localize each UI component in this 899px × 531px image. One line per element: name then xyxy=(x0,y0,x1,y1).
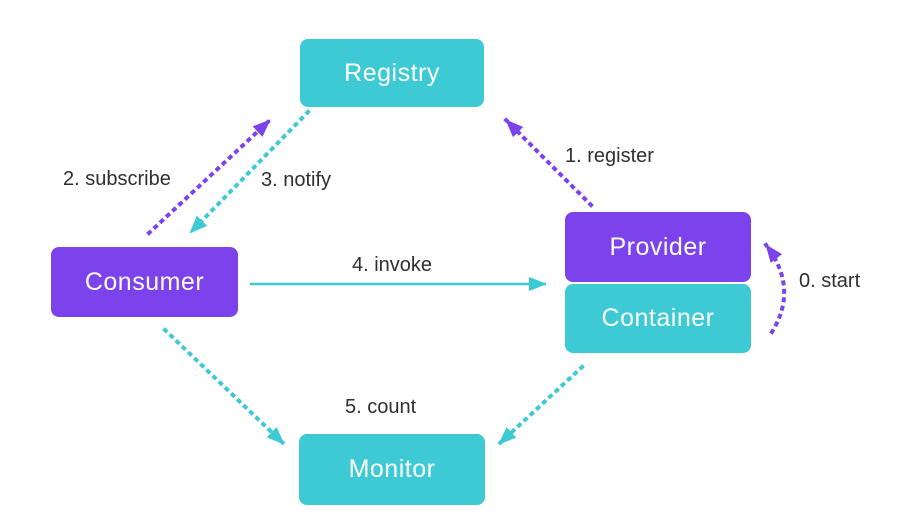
start-arrow-label: 0. start xyxy=(799,270,861,292)
container-node: Container xyxy=(565,284,751,353)
registry-node-label: Registry xyxy=(344,58,440,87)
invoke-arrow-label: 4. invoke xyxy=(352,254,433,276)
count-arrow-label: 5. count xyxy=(345,396,417,418)
monitor-node: Monitor xyxy=(299,434,485,505)
count-arrow-left xyxy=(162,327,287,447)
notify-arrow-label: 3. notify xyxy=(261,169,332,191)
monitor-node-label: Monitor xyxy=(348,455,436,483)
subscribe-arrow-label: 2. subscribe xyxy=(63,168,171,190)
consumer-node: Consumer xyxy=(51,247,238,317)
provider-node-label: Provider xyxy=(609,232,707,261)
notify-arrow xyxy=(187,109,311,236)
registry-node: Registry xyxy=(300,39,484,107)
register-arrow-label: 1. register xyxy=(565,145,654,167)
provider-node: Provider xyxy=(565,212,751,282)
count-arrow-right xyxy=(496,364,585,447)
container-node-label: Container xyxy=(601,304,715,332)
subscribe-arrow xyxy=(146,117,273,236)
register-arrow xyxy=(503,117,594,208)
start-arrow xyxy=(763,242,786,335)
consumer-node-label: Consumer xyxy=(84,267,205,296)
